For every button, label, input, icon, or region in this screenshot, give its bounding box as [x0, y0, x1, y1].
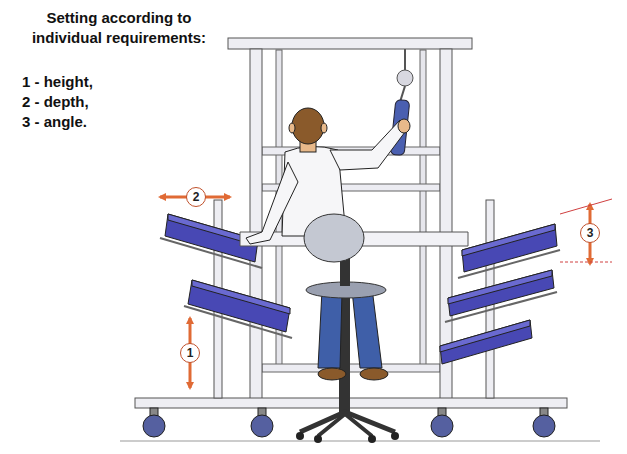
- worker: [246, 108, 410, 380]
- legend-line: 3 - angle.: [22, 112, 87, 132]
- callout-number: 3: [580, 223, 600, 243]
- main-post: [250, 49, 262, 401]
- angle-reference-line: [560, 262, 612, 263]
- balancer-wire: [404, 49, 406, 70]
- heading: Setting according to individual requirem…: [28, 8, 210, 48]
- floor-line: [120, 441, 600, 442]
- legend-line: 2 - depth,: [22, 92, 89, 112]
- angle-reference-line: [560, 199, 612, 214]
- inner-post: [420, 50, 426, 368]
- wheels: [143, 408, 555, 437]
- chair-back: [304, 214, 364, 262]
- cart-base: [135, 398, 567, 408]
- balancer: [397, 70, 413, 86]
- callout-number: 2: [186, 187, 206, 207]
- top-bar: [228, 38, 472, 49]
- chair: [296, 285, 399, 443]
- lower-shelf: [262, 364, 440, 372]
- callout-number: 1: [180, 343, 200, 363]
- legend-line: 1 - height,: [22, 72, 93, 92]
